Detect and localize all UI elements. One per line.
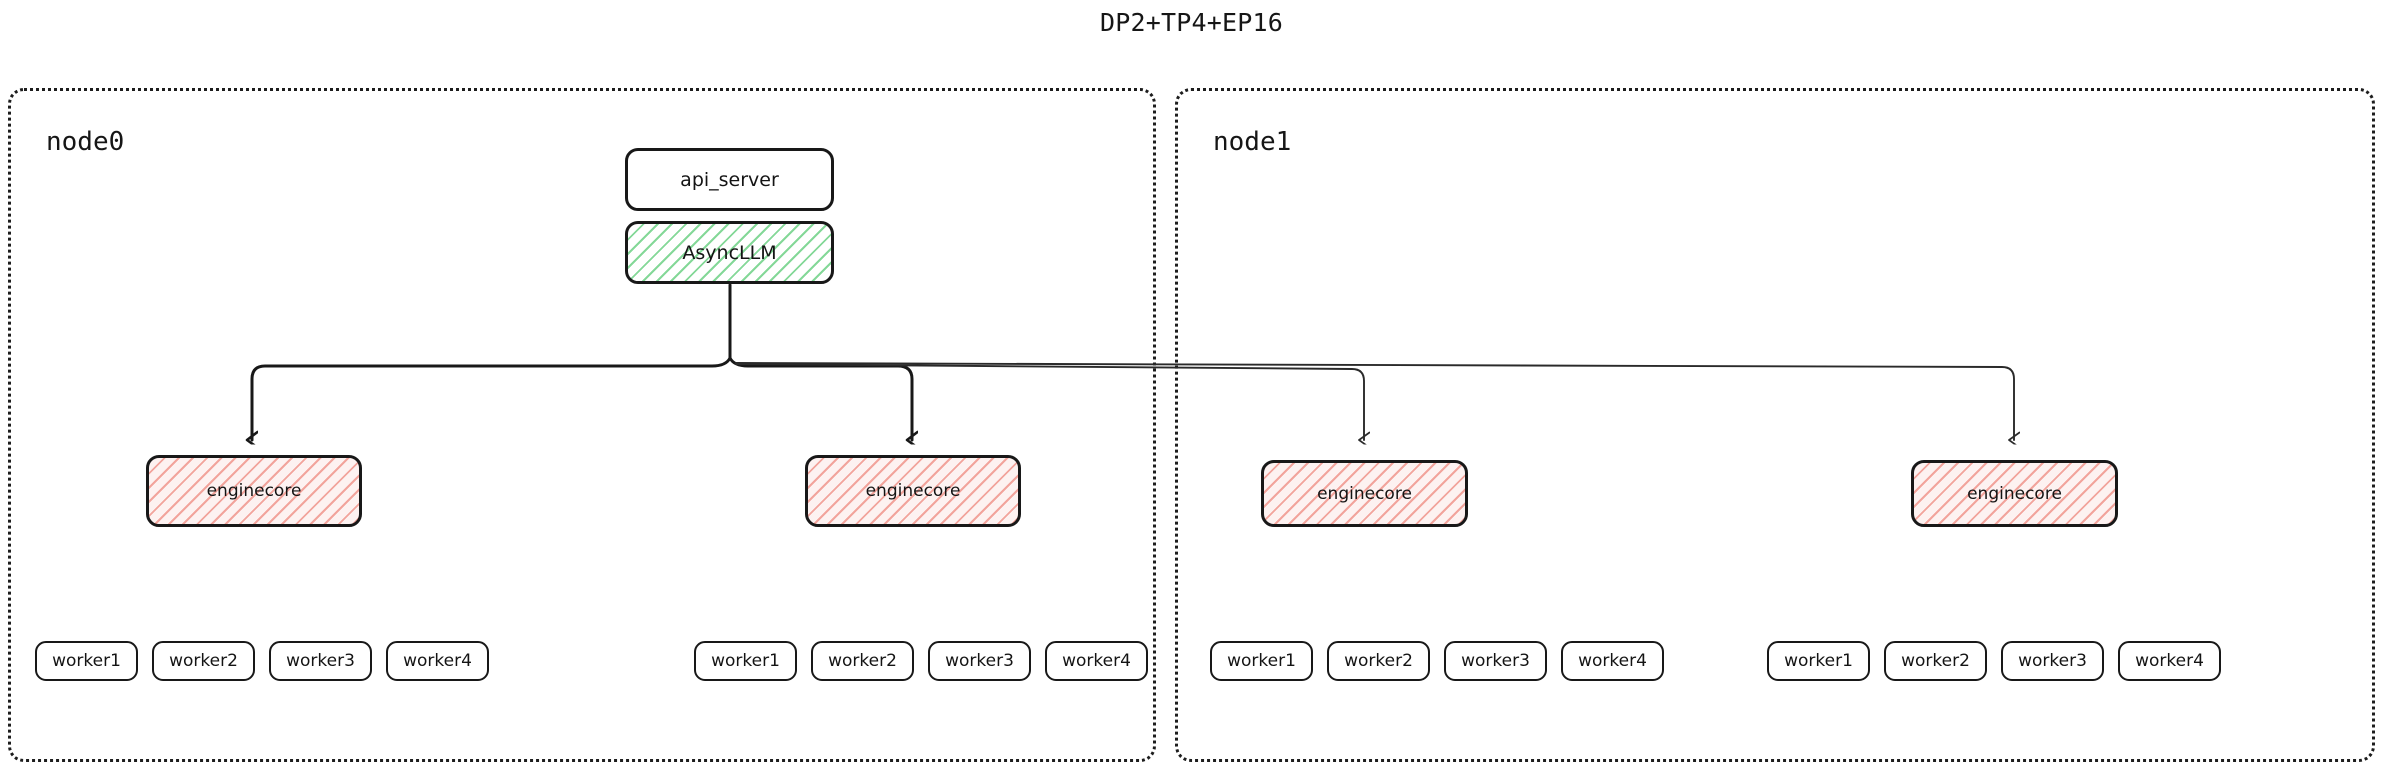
block-api-server[interactable]: api_server [625, 148, 834, 211]
block-worker-wg2-3-label: worker3 [1461, 651, 1530, 671]
block-enginecore-1-label: enginecore [865, 481, 961, 501]
block-worker-wg1-3-label: worker3 [945, 651, 1014, 671]
block-worker-wg0-1[interactable]: worker1 [35, 641, 138, 681]
block-worker-wg3-4-label: worker4 [2135, 651, 2204, 671]
block-worker-wg3-1-label: worker1 [1784, 651, 1853, 671]
block-enginecore-0[interactable]: enginecore [146, 455, 362, 527]
node-label-node0: node0 [46, 127, 125, 157]
block-worker-wg0-3[interactable]: worker3 [269, 641, 372, 681]
block-enginecore-3-label: enginecore [1967, 483, 2062, 504]
block-async-llm[interactable]: AsyncLLM [625, 221, 834, 284]
block-worker-wg1-4-label: worker4 [1062, 651, 1131, 671]
block-worker-wg3-2[interactable]: worker2 [1884, 641, 1987, 681]
block-worker-wg1-3[interactable]: worker3 [928, 641, 1031, 681]
block-worker-wg3-3-label: worker3 [2018, 651, 2087, 671]
block-worker-wg2-2[interactable]: worker2 [1327, 641, 1430, 681]
page-title: DP2+TP4+EP16 [1099, 8, 1283, 37]
block-enginecore-3[interactable]: enginecore [1911, 460, 2118, 527]
block-worker-wg3-3[interactable]: worker3 [2001, 641, 2104, 681]
block-async-llm-label: AsyncLLM [682, 241, 777, 264]
block-enginecore-2[interactable]: enginecore [1261, 460, 1468, 527]
block-worker-wg3-4[interactable]: worker4 [2118, 641, 2221, 681]
block-worker-wg2-1-label: worker1 [1227, 651, 1296, 671]
block-api-server-label: api_server [680, 168, 779, 191]
node-label-node1: node1 [1213, 127, 1292, 157]
block-worker-wg2-1[interactable]: worker1 [1210, 641, 1313, 681]
block-worker-wg1-2[interactable]: worker2 [811, 641, 914, 681]
block-worker-wg2-4-label: worker4 [1578, 651, 1647, 671]
block-worker-wg0-1-label: worker1 [52, 651, 121, 671]
block-worker-wg1-4[interactable]: worker4 [1045, 641, 1148, 681]
block-enginecore-0-label: enginecore [206, 481, 302, 501]
block-worker-wg1-1[interactable]: worker1 [694, 641, 797, 681]
block-worker-wg3-2-label: worker2 [1901, 651, 1970, 671]
block-worker-wg1-1-label: worker1 [711, 651, 780, 671]
block-worker-wg3-1[interactable]: worker1 [1767, 641, 1870, 681]
block-worker-wg2-2-label: worker2 [1344, 651, 1413, 671]
block-enginecore-2-label: enginecore [1317, 483, 1412, 504]
block-worker-wg2-3[interactable]: worker3 [1444, 641, 1547, 681]
block-worker-wg2-4[interactable]: worker4 [1561, 641, 1664, 681]
block-worker-wg0-4-label: worker4 [403, 651, 472, 671]
block-worker-wg0-2[interactable]: worker2 [152, 641, 255, 681]
block-worker-wg1-2-label: worker2 [828, 651, 897, 671]
block-enginecore-1[interactable]: enginecore [805, 455, 1021, 527]
block-worker-wg0-2-label: worker2 [169, 651, 238, 671]
block-worker-wg0-4[interactable]: worker4 [386, 641, 489, 681]
block-worker-wg0-3-label: worker3 [286, 651, 355, 671]
